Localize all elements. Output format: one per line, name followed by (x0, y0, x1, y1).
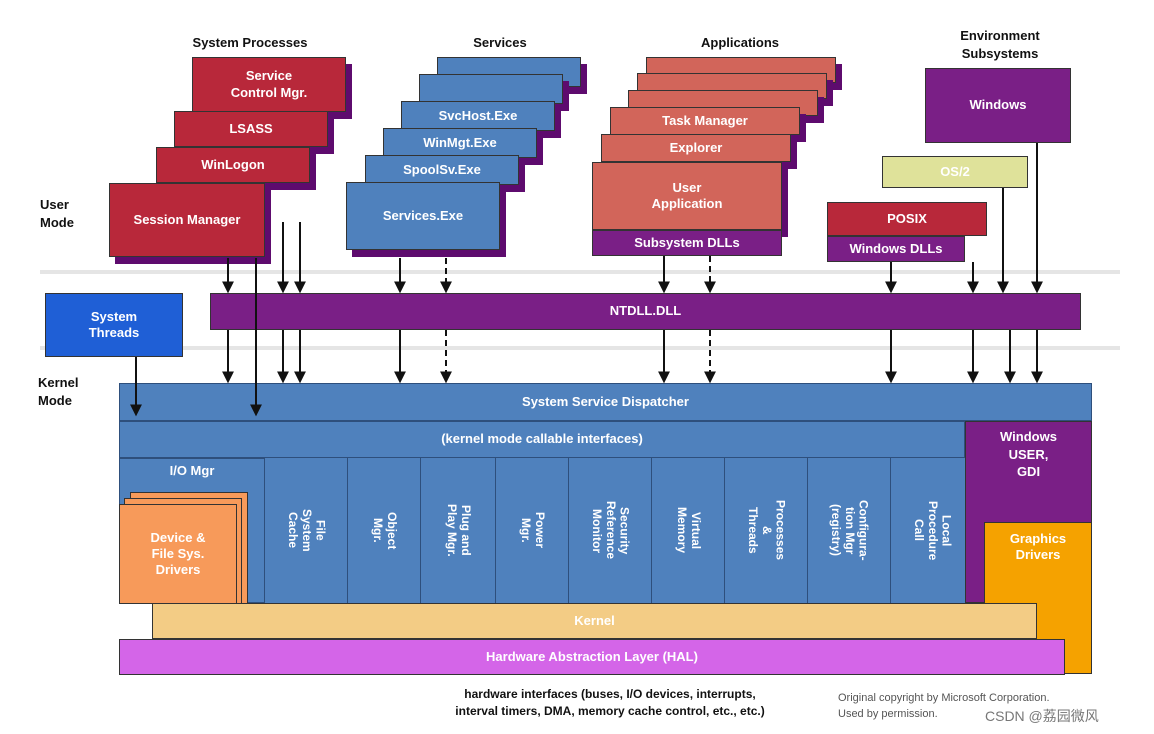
user-application-box: User Application (592, 162, 782, 230)
svchost-box: SvcHost.Exe (401, 101, 555, 131)
explorer-box: Explorer (601, 134, 791, 162)
local-procedure-call: Local Procedure Call (891, 458, 973, 603)
io-mgr-label: I/O Mgr (169, 463, 215, 478)
session-manager-box: Session Manager (109, 183, 265, 257)
kernel-mode-label: Kernel Mode (38, 375, 79, 409)
lsass-box: LSASS (174, 111, 328, 147)
plug-and-play-mgr: Plug and Play Mgr. (421, 458, 496, 603)
posix-subsystem-box: POSIX (827, 202, 987, 236)
configuration-mgr: Configura- tion Mgr (registry) (808, 458, 891, 603)
file-system-cache: File System Cache (265, 458, 348, 603)
user-mode-label: User Mode (40, 197, 74, 231)
security-reference-monitor: Security Reference Monitor (569, 458, 652, 603)
csdn-watermark: CSDN @荔园微风 (985, 708, 1099, 724)
hardware-interfaces-caption: hardware interfaces (buses, I/O devices,… (455, 687, 765, 719)
task-manager-box: Task Manager (610, 107, 800, 135)
hal-bar: Hardware Abstraction Layer (HAL) (119, 639, 1065, 675)
winmgt-box: WinMgt.Exe (383, 128, 537, 158)
power-mgr: Power Mgr. (496, 458, 569, 603)
kernel-bar: Kernel (152, 603, 1037, 639)
header-system-processes: System Processes (192, 35, 308, 50)
object-mgr: Object Mgr. (348, 458, 421, 603)
windows-subsystem-box: Windows (925, 68, 1071, 143)
executive-components-row: File System Cache Object Mgr. Plug and P… (265, 458, 973, 603)
ntdll-bar: NTDLL.DLL (210, 293, 1081, 330)
windows-dlls-box: Windows DLLs (827, 236, 965, 262)
winlogon-box: WinLogon (156, 147, 310, 183)
header-applications: Applications (700, 35, 779, 50)
subsystem-dlls-box: Subsystem DLLs (592, 230, 782, 256)
header-services: Services (473, 35, 527, 50)
services-exe-box: Services.Exe (346, 182, 500, 250)
virtual-memory: Virtual Memory (652, 458, 725, 603)
spoolsv-box: SpoolSv.Exe (365, 155, 519, 185)
processes-threads: Processes & Threads (725, 458, 808, 603)
service-control-mgr-box: Service Control Mgr. (192, 57, 346, 112)
device-file-sys-drivers: Device & File Sys. Drivers (119, 504, 237, 604)
windows-user-gdi-label: Windows USER, GDI (1000, 429, 1057, 480)
service-stack-back-2 (419, 74, 563, 104)
os2-subsystem-box: OS/2 (882, 156, 1028, 188)
system-service-dispatcher: System Service Dispatcher (119, 383, 1092, 421)
copyright-note: Original copyright by Microsoft Corporat… (838, 692, 1050, 720)
kernel-callable-interfaces: (kernel mode callable interfaces) (119, 421, 965, 458)
header-environment-subsystems: Environment Subsystems (960, 28, 1040, 61)
mode-separator (40, 270, 1120, 350)
system-threads-box: System Threads (45, 293, 183, 357)
